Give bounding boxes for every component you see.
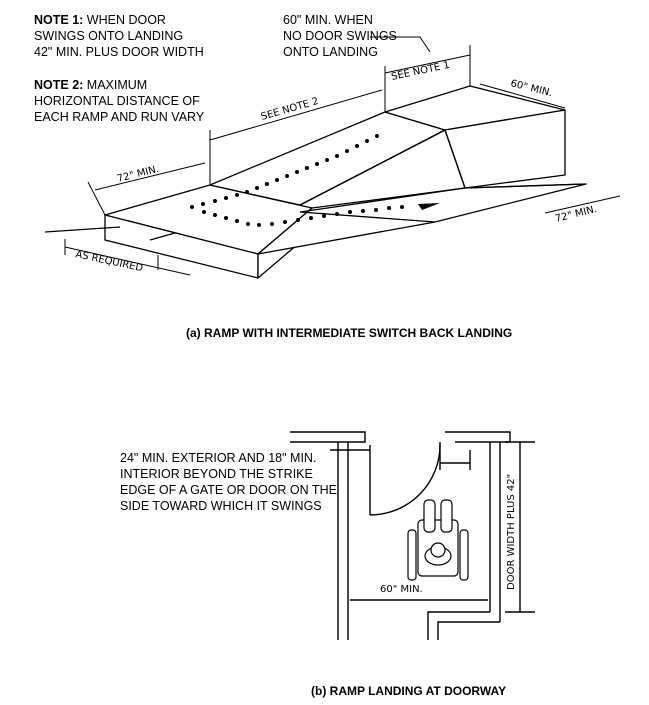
note2-line: EACH RAMP AND RUN VARY: [34, 110, 205, 124]
as-required-line: [64, 246, 191, 276]
ground-line-left: [44, 226, 121, 233]
left-wall-top: [290, 431, 366, 443]
strike-note-line: EDGE OF A GATE OR DOOR ON THE: [120, 483, 337, 497]
landing-note: 60" MIN. WHEN NO DOOR SWINGS ONTO LANDIN…: [283, 12, 397, 60]
bottom-wall-outer: [437, 621, 500, 640]
ramp-inner-line: [299, 211, 436, 223]
door-width-label: DOOR WIDTH PLUS 42": [506, 474, 517, 590]
wheelchair-user-icon: [407, 499, 469, 581]
upper-landing-edge: [444, 129, 466, 189]
see-note1-label: SEE NOTE 1: [390, 60, 450, 83]
ramp-edge: [299, 129, 446, 206]
note2: NOTE 2: MAXIMUM HORIZONTAL DISTANCE OF E…: [34, 77, 204, 125]
arrow-icon: [418, 203, 440, 210]
doorway-min60-label: 60" MIN.: [380, 584, 423, 595]
landing-note-line: NO DOOR SWINGS: [283, 29, 397, 43]
landing-note-line: 60" MIN. WHEN: [283, 13, 373, 27]
caption-b: (b) RAMP LANDING AT DOORWAY: [311, 684, 507, 698]
leader-line: [370, 36, 431, 53]
see-note2-label: SEE NOTE 2: [260, 96, 320, 123]
dim60-line: [479, 83, 566, 109]
dim72-left-line: [94, 162, 206, 191]
min72-right-label: 72" MIN.: [554, 204, 598, 225]
min72-left-label: 72" MIN.: [116, 164, 160, 185]
note2-line: MAXIMUM: [86, 78, 148, 92]
strike-note-line: INTERIOR BEYOND THE STRIKE: [120, 467, 313, 481]
ground-line-right: [464, 183, 586, 189]
note1-line: 42" MIN. PLUS DOOR WIDTH: [34, 45, 204, 59]
caption-a: (a) RAMP WITH INTERMEDIATE SWITCH BACK L…: [186, 326, 513, 340]
strike-note: 24" MIN. EXTERIOR AND 18" MIN. INTERIOR …: [120, 450, 337, 514]
note1-line: SWINGS ONTO LANDING: [34, 29, 184, 43]
bottom-wall: [427, 611, 490, 640]
dim-ext: [87, 181, 106, 216]
dim72-right-line: [544, 195, 621, 214]
see-note2-dimline: [209, 89, 383, 141]
note2-line: HORIZONTAL DISTANCE OF: [34, 94, 200, 108]
ground-line: [149, 232, 176, 241]
strike-note-line: 24" MIN. EXTERIOR AND 18" MIN.: [120, 451, 317, 465]
min60-label: 60" MIN.: [509, 78, 553, 99]
strike-note-line: SIDE TOWARD WHICH IT SWINGS: [120, 499, 322, 513]
travel-path-dots: [190, 134, 404, 227]
right-wall-top: [445, 431, 511, 443]
ramp-inner-line-2: [299, 187, 466, 213]
see-note1-dimline: [384, 54, 471, 74]
as-required-label: AS REQUIRED: [74, 249, 144, 274]
note2-label: NOTE 2:: [34, 78, 84, 92]
landing-note-line: ONTO LANDING: [283, 45, 378, 59]
note1-line: WHEN DOOR: [86, 13, 166, 27]
door-swing-arc: [369, 444, 441, 516]
note1: NOTE 1: WHEN DOOR SWINGS ONTO LANDING 42…: [34, 12, 204, 60]
note1-label: NOTE 1:: [34, 13, 84, 27]
